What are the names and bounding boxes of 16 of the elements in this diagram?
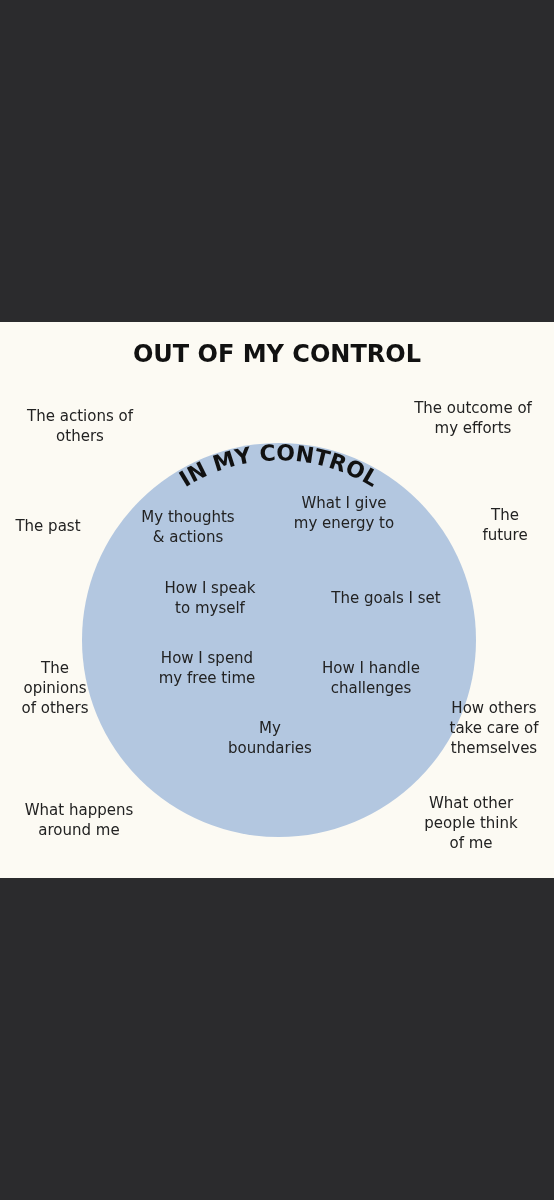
circle-item: How I handle challenges — [321, 658, 421, 698]
outside-item: What happens around me — [23, 800, 135, 840]
outside-item: The past — [14, 516, 82, 536]
outside-item: The opinions of others — [20, 658, 90, 718]
circle-item: What I give my energy to — [292, 493, 396, 533]
outside-item: The actions of others — [26, 406, 135, 446]
outside-item: How others take care of themselves — [448, 698, 540, 758]
circle-item: How I speak to myself — [163, 578, 257, 618]
outside-item: The future — [481, 505, 529, 545]
outside-item: What other people think of me — [423, 793, 519, 853]
circle-item: My thoughts & actions — [140, 507, 236, 547]
circle-item: The goals I set — [330, 588, 442, 608]
heading: OUT OF MY CONTROL — [131, 340, 422, 368]
circle-item: My boundaries — [227, 718, 313, 758]
outside-item: The outcome of my efforts — [413, 398, 533, 438]
circle-item: How I spend my free time — [157, 648, 257, 688]
